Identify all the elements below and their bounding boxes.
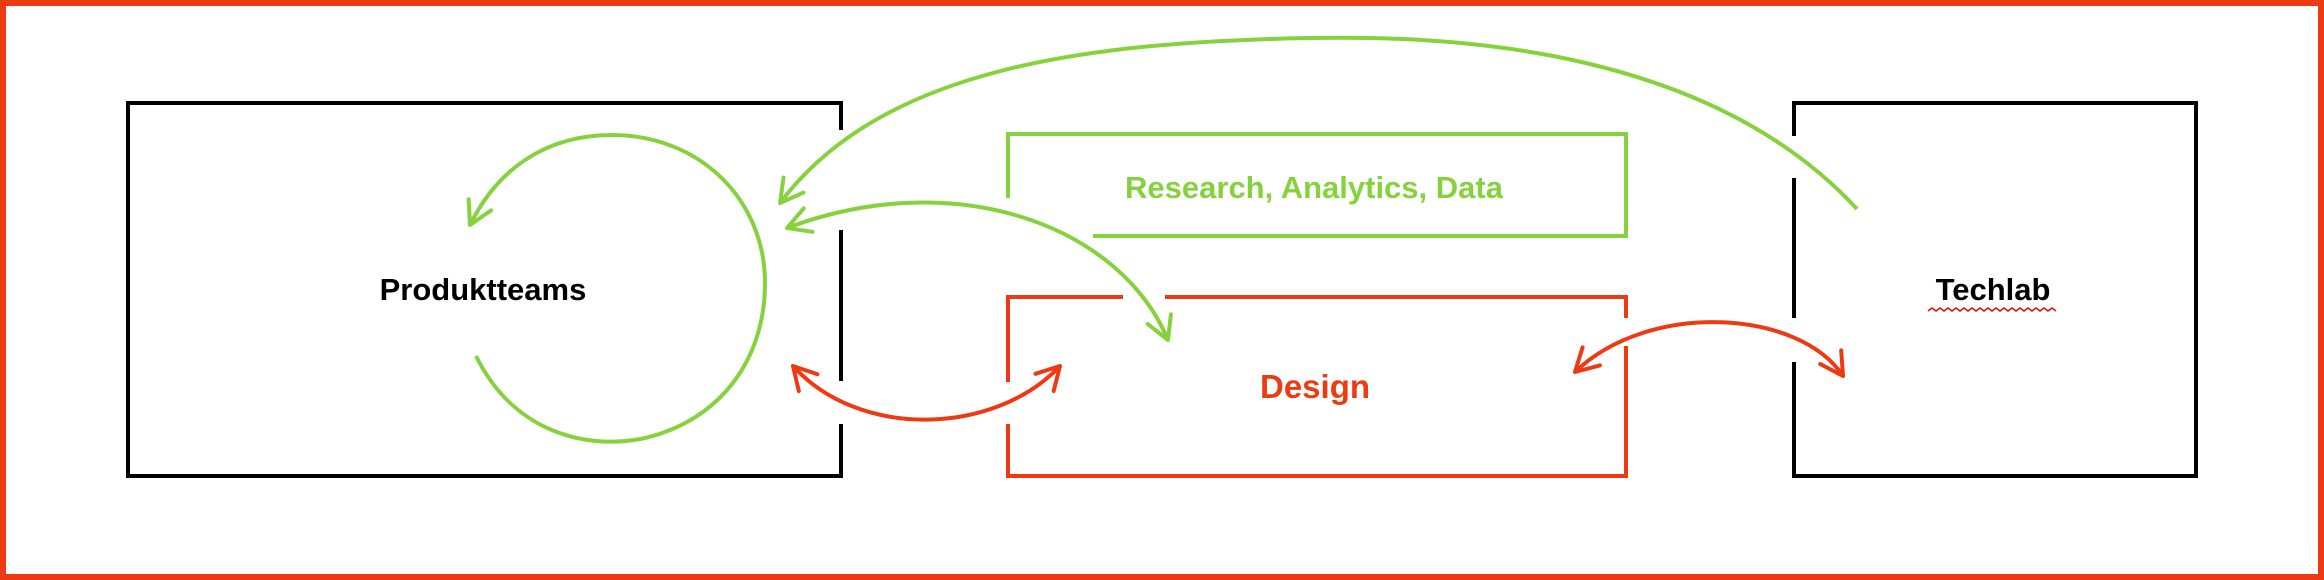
techlab-label: Techlab	[1936, 272, 2051, 307]
techlab-to-produktteams-arrow	[778, 35, 1859, 211]
research-label: Research, Analytics, Data	[1125, 170, 1504, 205]
produktteams-design-green-arrow	[785, 200, 1173, 342]
produktteams-design-red-arrow	[791, 364, 1062, 422]
design-label: Design	[1260, 368, 1370, 405]
design-techlab-red-arrow	[1573, 320, 1845, 379]
spellcheck-underline	[1927, 307, 2057, 312]
techlab-box	[1792, 101, 2198, 478]
produktteams-loop-arrow	[466, 132, 768, 444]
research-box	[1006, 132, 1628, 238]
produktteams-label: Produktteams	[380, 272, 587, 307]
